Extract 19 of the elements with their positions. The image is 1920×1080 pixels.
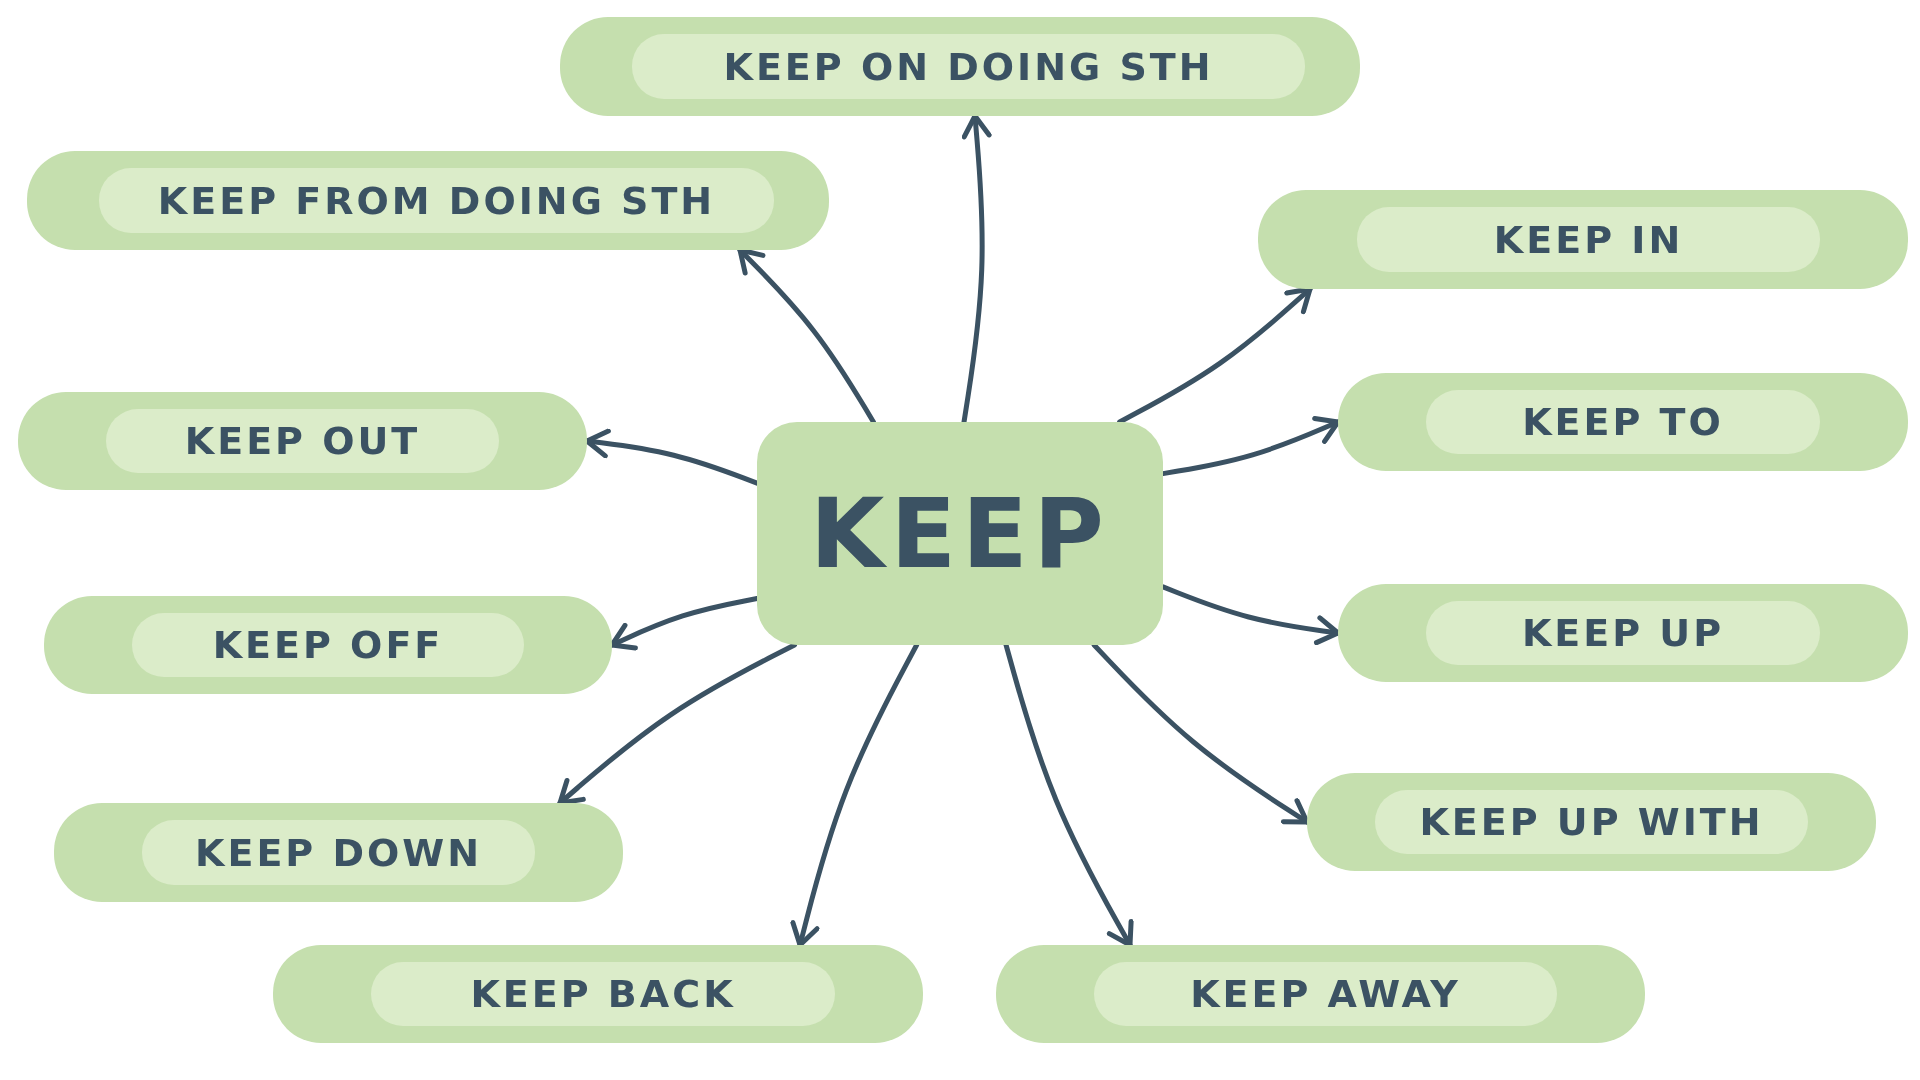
phrase-label: KEEP OFF [132,613,524,677]
phrase-label: KEEP UP WITH [1375,790,1808,854]
phrase-label: KEEP IN [1357,207,1820,272]
phrase-label: KEEP UP [1426,601,1820,665]
arrow [790,642,920,948]
central-word: KEEP [810,477,1110,590]
arrow [1003,642,1134,948]
phrase-label: KEEP FROM DOING STH [99,168,774,233]
phrase-label: KEEP BACK [371,962,835,1026]
phrase-label: KEEP AWAY [1094,962,1557,1026]
arrow [1117,286,1313,425]
central-box [757,422,1163,645]
arrow [557,642,797,806]
phrase-label: KEEP TO [1426,390,1820,454]
phrase-label: KEEP DOWN [142,820,535,885]
arrow [737,247,876,425]
phrase-label: KEEP ON DOING STH [632,34,1305,99]
phrase-label: KEEP OUT [106,409,499,473]
arrow [961,113,992,425]
